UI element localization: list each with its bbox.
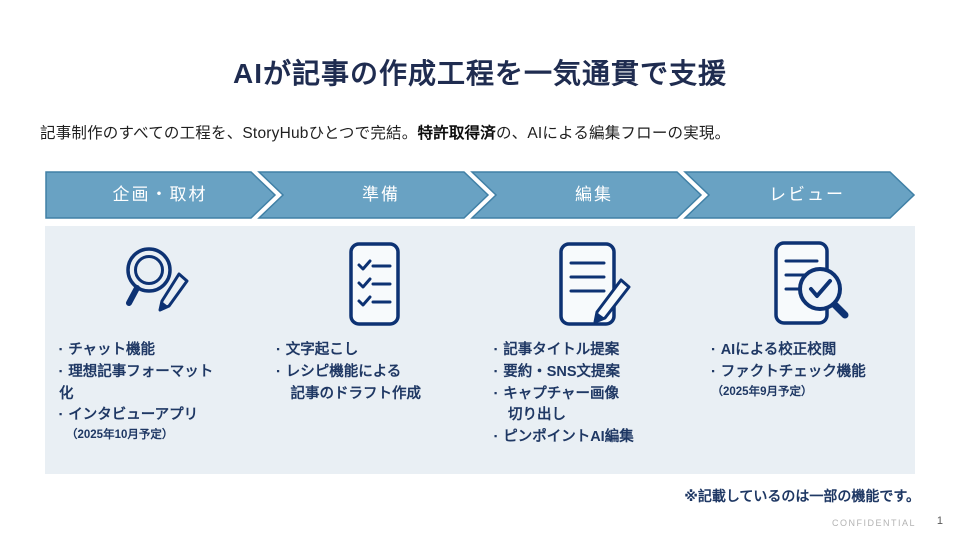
feature-column-review: ▪ AIによる校正校閲 ▪ ファクトチェック機能 （2025年9月予定） bbox=[698, 226, 916, 474]
flow-step-planning: 企画・取材 bbox=[112, 185, 208, 204]
feature-list: ▪ 記事タイトル提案 ▪ 要約・SNS文提案 ▪ キャプチャー画像 切り出し ▪ ピンポ… bbox=[494, 340, 690, 449]
list-item: ▪ キャプチャー画像 bbox=[494, 384, 690, 406]
list-item-label: 要約・SNS文提案 bbox=[503, 363, 621, 380]
list-item-label: チャット機能 bbox=[68, 342, 156, 358]
list-item: ▪ 要約・SNS文提案 bbox=[494, 362, 690, 384]
list-item-label: インタビューアプリ bbox=[68, 407, 199, 424]
list-item-continuation: 記事のドラフト作成 bbox=[290, 385, 422, 402]
feature-list: ▪チャット機能 ▪理想記事フォーマット化 ▪インタビューアプリ （2025年10… bbox=[59, 340, 219, 444]
subtitle-pre: 記事制作のすべての工程を、StoryHubひとつで完結。 bbox=[40, 125, 418, 142]
list-item-label: AIによる校正校閲 bbox=[720, 342, 837, 358]
list-item: ▪ インタビューアプリ bbox=[59, 405, 219, 427]
document-pencil-icon bbox=[494, 238, 690, 330]
list-item: ▪ ファクトチェック機能 bbox=[712, 362, 908, 384]
list-item-label: 理想記事フォーマット化 bbox=[59, 363, 214, 402]
list-item-label: キャプチャー画像 bbox=[503, 385, 620, 402]
feature-list: ▪ AIによる校正校閲 ▪ ファクトチェック機能 （2025年9月予定） bbox=[712, 340, 908, 401]
list-item-label: ピンポイントAI編集 bbox=[503, 429, 634, 445]
bullet-icon: ▪ bbox=[276, 344, 280, 354]
list-item-label: レシピ機能による bbox=[285, 363, 402, 380]
bullet-icon: ▪ bbox=[494, 387, 498, 398]
list-item: ▪ 文字起こし bbox=[277, 340, 473, 362]
page-number: 1 bbox=[936, 515, 943, 527]
feature-column-preparation: ▪ 文字起こし ▪ レシピ機能による 記事のドラフト作成 bbox=[263, 226, 481, 474]
footnote: ※記載しているのは一部の機能です。 bbox=[684, 488, 920, 504]
page-title: AIが記事の作成工程を一気通貫で支援 bbox=[232, 58, 727, 89]
bullet-icon: ▪ bbox=[59, 365, 63, 376]
feature-list: ▪ 文字起こし ▪ レシピ機能による 記事のドラフト作成 bbox=[277, 340, 473, 405]
subtitle-post: の、AIによる編集フローの実現。 bbox=[495, 125, 731, 142]
list-item: ▪ 記事タイトル提案 bbox=[494, 340, 690, 362]
bullet-icon: ▪ bbox=[711, 365, 715, 376]
bullet-icon: ▪ bbox=[494, 431, 498, 441]
document-check-magnifier-icon bbox=[712, 238, 908, 330]
list-item-label: ファクトチェック機能 bbox=[720, 363, 866, 380]
flow-step-review: レビュー bbox=[769, 185, 845, 204]
process-flow: 企画・取材 準備 編集 レビュー bbox=[45, 171, 915, 219]
bullet-icon: ▪ bbox=[494, 344, 498, 354]
list-item: ▪ ピンポイントAI編集 bbox=[494, 427, 690, 449]
feature-column-planning: ▪チャット機能 ▪理想記事フォーマット化 ▪インタビューアプリ （2025年10… bbox=[45, 226, 263, 474]
chevron-arrows-graphic bbox=[45, 171, 915, 219]
bullet-icon: ▪ bbox=[59, 344, 63, 354]
list-item: ▪ レシピ機能による bbox=[277, 362, 473, 384]
list-item-label: 記事タイトル提案 bbox=[503, 342, 620, 358]
bullet-icon: ▪ bbox=[59, 409, 63, 420]
subtitle-bold: 特許取得済 bbox=[417, 125, 496, 142]
bullet-icon: ▪ bbox=[711, 344, 715, 354]
list-item-continuation: 切り出し bbox=[508, 407, 566, 424]
subtitle: 記事制作のすべての工程を、StoryHubひとつで完結。特許取得済の、AIによる… bbox=[40, 121, 930, 143]
list-item-note: （2025年10月予定） bbox=[66, 429, 174, 441]
features-panel: ▪チャット機能 ▪理想記事フォーマット化 ▪インタビューアプリ （2025年10… bbox=[45, 226, 915, 474]
bullet-icon: ▪ bbox=[276, 365, 280, 376]
list-item: ▪ チャット機能 bbox=[59, 340, 219, 362]
checklist-icon bbox=[277, 238, 473, 330]
list-item-note: （2025年9月予定） bbox=[711, 385, 813, 398]
list-item: ▪理想記事フォーマット化 bbox=[59, 362, 219, 406]
feature-column-editing: ▪ 記事タイトル提案 ▪ 要約・SNS文提案 ▪ キャプチャー画像 切り出し ▪ ピンポ… bbox=[480, 226, 698, 474]
flow-step-editing: 編集 bbox=[575, 185, 613, 204]
list-item-label: 文字起こし bbox=[285, 342, 359, 358]
flow-step-preparation: 準備 bbox=[362, 185, 400, 204]
list-item: ▪ AIによる校正校閲 bbox=[712, 340, 908, 362]
magnifier-pencil-icon bbox=[59, 238, 255, 330]
confidential-label: CONFIDENTIAL bbox=[831, 518, 916, 528]
bullet-icon: ▪ bbox=[494, 365, 498, 376]
